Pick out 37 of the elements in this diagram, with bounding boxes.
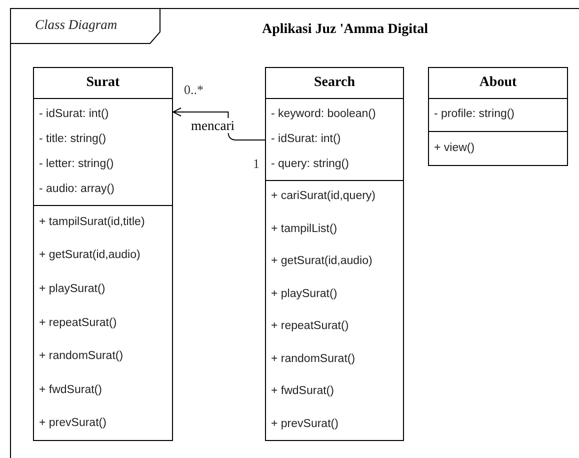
class-name: Search	[266, 68, 403, 99]
method-text: + prevSurat()	[271, 416, 338, 431]
method-text: + tampilList()	[271, 222, 338, 236]
class-box	[265, 67, 404, 441]
method-text: + getSurat(id,audio)	[39, 248, 140, 262]
method-text: + getSurat(id,audio)	[271, 254, 372, 268]
multiplicity-label: 0..*	[184, 82, 204, 98]
method-text: + prevSurat()	[39, 416, 106, 430]
class-box	[33, 67, 173, 441]
class-box	[428, 67, 568, 166]
method-text: + randomSurat()	[271, 352, 356, 366]
diagram-title: Aplikasi Juz 'Amma Digital	[260, 22, 430, 38]
method-text: + randomSurat()	[39, 349, 124, 364]
attribute-text: - query: string()	[271, 156, 349, 170]
attribute-text: - letter: string()	[39, 156, 114, 170]
frame-label: Class Diagram	[35, 17, 118, 33]
attribute-text: - idSurat: int()	[271, 132, 341, 146]
attribute-text: - keyword: boolean()	[271, 106, 376, 120]
association-arrow	[172, 108, 266, 140]
method-text: + view()	[434, 141, 475, 155]
diagram-frame	[10, 8, 579, 458]
method-text: + tampilSurat(id,title)	[39, 214, 145, 229]
method-text: + playSurat()	[271, 286, 338, 301]
attribute-text: - profile: string()	[434, 107, 515, 121]
attribute-text: - title: string()	[39, 132, 106, 146]
method-text: + fwdSurat()	[271, 384, 334, 398]
attribute-text: - idSurat: int()	[39, 106, 109, 120]
method-text: + repeatSurat()	[39, 316, 117, 330]
method-text: + repeatSurat()	[271, 319, 349, 334]
method-text: + playSurat()	[39, 282, 106, 296]
edge-label: mencari	[190, 118, 236, 133]
method-text: + fwdSurat()	[39, 382, 102, 397]
multiplicity-label: 1	[253, 156, 260, 172]
class-name: About	[429, 68, 567, 99]
method-text: + cariSurat(id,query)	[271, 189, 376, 204]
attribute-text: - audio: array()	[39, 182, 114, 196]
class-name: Surat	[34, 68, 172, 99]
